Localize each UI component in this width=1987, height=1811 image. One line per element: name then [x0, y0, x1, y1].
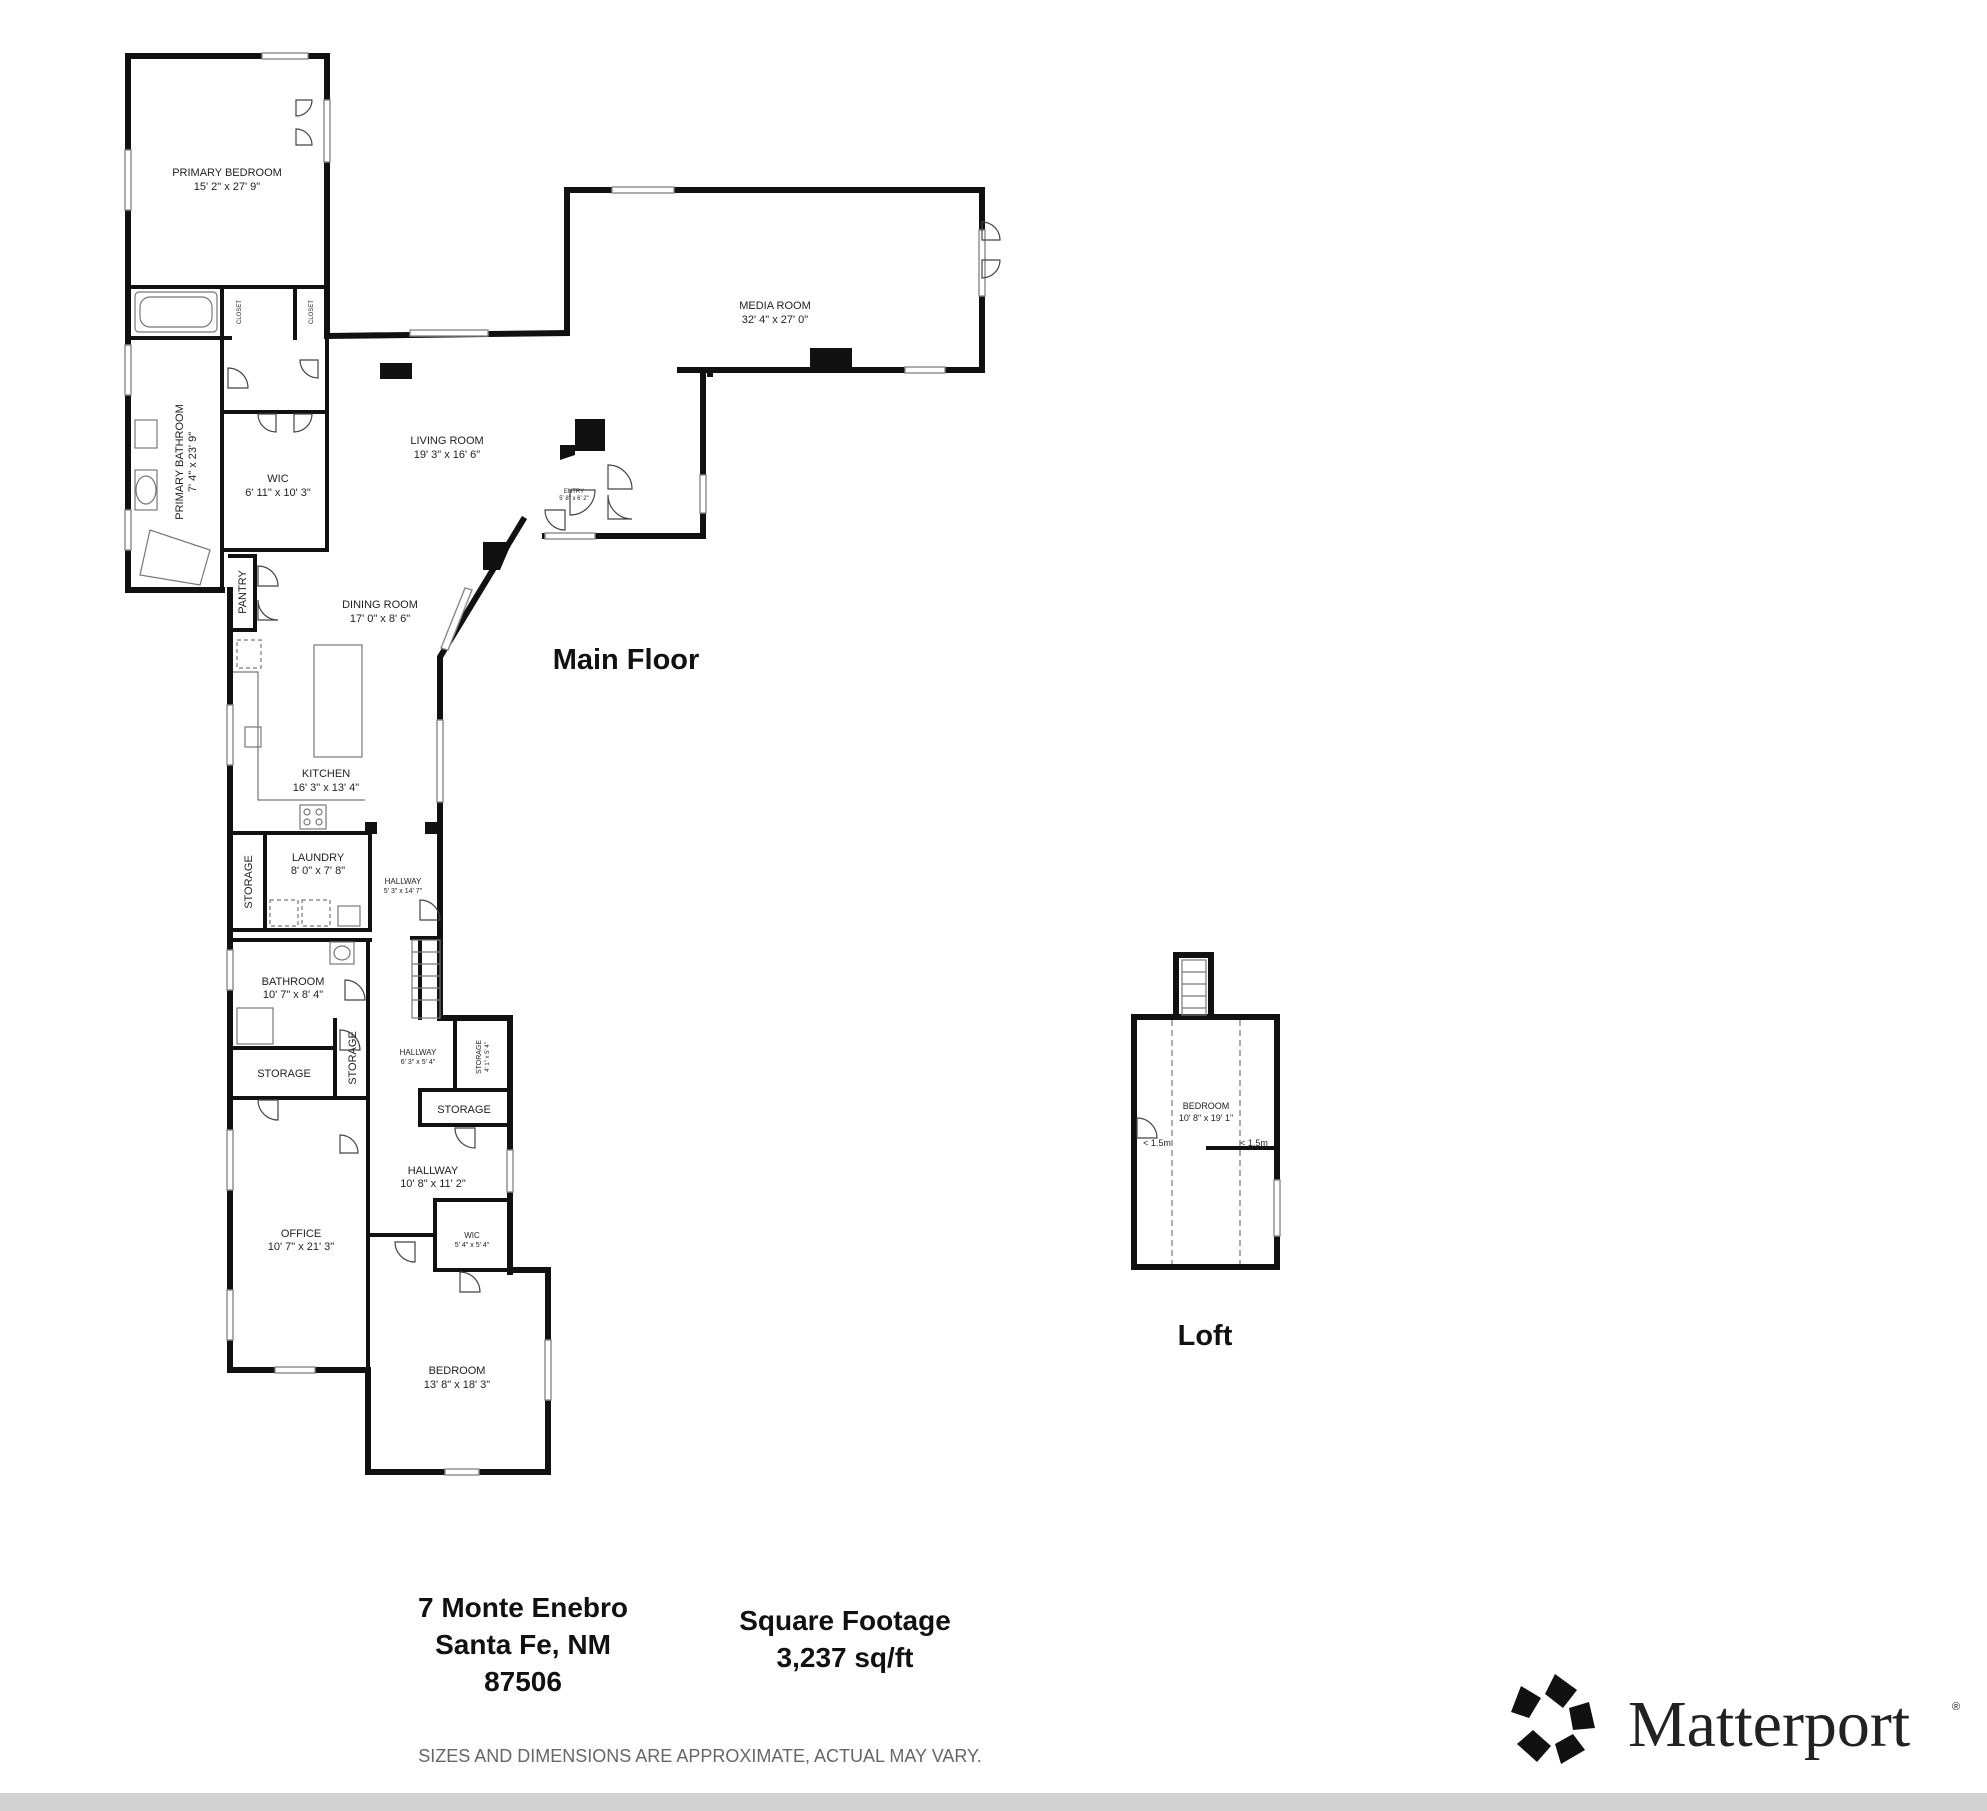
address-line-1: 7 Monte Enebro — [418, 1592, 628, 1623]
room-name-laundry: LAUNDRY — [292, 852, 345, 864]
room-name-primary-bedroom: PRIMARY BEDROOM — [172, 167, 282, 179]
room-name-closet-1: CLOSET — [237, 300, 243, 324]
fireplaces — [365, 348, 852, 834]
room-name-office: OFFICE — [281, 1228, 321, 1240]
bottom-bar — [0, 1793, 1987, 1811]
room-name-bathroom: BATHROOM — [262, 976, 325, 988]
room-name-hallway-3: HALLWAY — [408, 1165, 459, 1177]
room-name-storage-hall: STORAGE — [257, 1068, 311, 1080]
room-name-bedroom: BEDROOM — [429, 1365, 486, 1377]
fixtures — [134, 291, 441, 1045]
room-name-storage-small: STORAGE — [476, 1040, 483, 1074]
room-name-loft-bedroom: BEDROOM — [1183, 1101, 1230, 1111]
room-size-loft-bedroom: 10' 8" x 19' 1" — [1179, 1113, 1233, 1123]
room-name-dining-room: DINING ROOM — [342, 599, 418, 611]
square-footage-title: Square Footage — [739, 1605, 951, 1636]
room-size-dining-room: 17' 0" x 8' 6" — [350, 613, 410, 625]
windows — [124, 52, 986, 1476]
room-name-wic-bedroom: WIC — [464, 1231, 480, 1240]
main-floor-walls — [125, 53, 985, 1475]
room-size-wic-primary: 6' 11" x 10' 3" — [245, 487, 311, 499]
room-size-hallway-2: 6' 3" x 5' 4" — [401, 1059, 436, 1066]
room-size-entry: 5' 8" x 6' 2" — [559, 496, 589, 502]
brand-name: Matterport — [1628, 1688, 1910, 1761]
room-name-storage-laundry: STORAGE — [243, 855, 255, 909]
room-name-living-room: LIVING ROOM — [410, 435, 483, 447]
loft-height-left: < 1.5m — [1143, 1138, 1171, 1148]
main-floor-label: Main Floor — [553, 644, 700, 676]
main-floor-interior-walls — [126, 285, 512, 1372]
brand-registered: ® — [1952, 1701, 1960, 1713]
room-name-wic-primary: WIC — [267, 473, 288, 485]
room-labels: PRIMARY BEDROOM 15' 2" x 27' 9" CLOSET C… — [172, 167, 1268, 1391]
room-size-hallway-1: 5' 3" x 14' 7" — [384, 888, 423, 895]
room-size-living-room: 19' 3" x 16' 6" — [414, 449, 481, 461]
room-size-laundry: 8' 0" x 7' 8" — [291, 865, 345, 877]
room-size-kitchen: 16' 3" x 13' 4" — [293, 782, 360, 794]
room-size-media-room: 32' 4" x 27' 0" — [742, 314, 809, 326]
loft-height-right: < 1.5m — [1240, 1138, 1268, 1148]
room-name-kitchen: KITCHEN — [302, 768, 350, 780]
room-name-primary-bathroom: PRIMARY BATHROOM — [174, 404, 186, 520]
address-line-2: Santa Fe, NM — [435, 1629, 611, 1660]
room-name-pantry: PANTRY — [237, 570, 249, 614]
room-name-hallway-1: HALLWAY — [385, 877, 422, 886]
room-name-media-room: MEDIA ROOM — [739, 300, 811, 312]
matterport-logo-icon — [1511, 1674, 1595, 1764]
room-name-storage-upper: STORAGE — [437, 1104, 491, 1116]
address-line-3: 87506 — [484, 1666, 562, 1697]
address-block: 7 Monte Enebro Santa Fe, NM 87506 — [418, 1592, 628, 1697]
room-size-bathroom: 10' 7" x 8' 4" — [263, 989, 323, 1001]
room-size-office: 10' 7" x 21' 3" — [268, 1241, 335, 1253]
room-size-hallway-3: 10' 8" x 11' 2" — [400, 1178, 466, 1190]
room-size-bedroom: 13' 8" x 18' 3" — [424, 1379, 491, 1391]
loft-walls — [1131, 952, 1281, 1270]
room-size-primary-bathroom: 7' 4" x 23' 9" — [187, 432, 199, 492]
room-name-hallway-2: HALLWAY — [400, 1048, 437, 1057]
room-name-closet-2: CLOSET — [309, 300, 315, 324]
room-name-entry: ENTRY — [564, 489, 584, 495]
square-footage-block: Square Footage 3,237 sq/ft — [739, 1605, 951, 1673]
disclaimer: SIZES AND DIMENSIONS ARE APPROXIMATE, AC… — [418, 1746, 982, 1766]
room-size-storage-small: 4' 1" x 5' 4" — [485, 1042, 491, 1072]
square-footage-value: 3,237 sq/ft — [777, 1642, 914, 1673]
room-size-primary-bedroom: 15' 2" x 27' 9" — [194, 181, 261, 193]
loft-label: Loft — [1178, 1320, 1233, 1352]
room-name-storage-bath: STORAGE — [347, 1031, 359, 1085]
doors — [227, 99, 1001, 1293]
room-size-wic-bedroom: 5' 4" x 5' 4" — [455, 1242, 490, 1249]
